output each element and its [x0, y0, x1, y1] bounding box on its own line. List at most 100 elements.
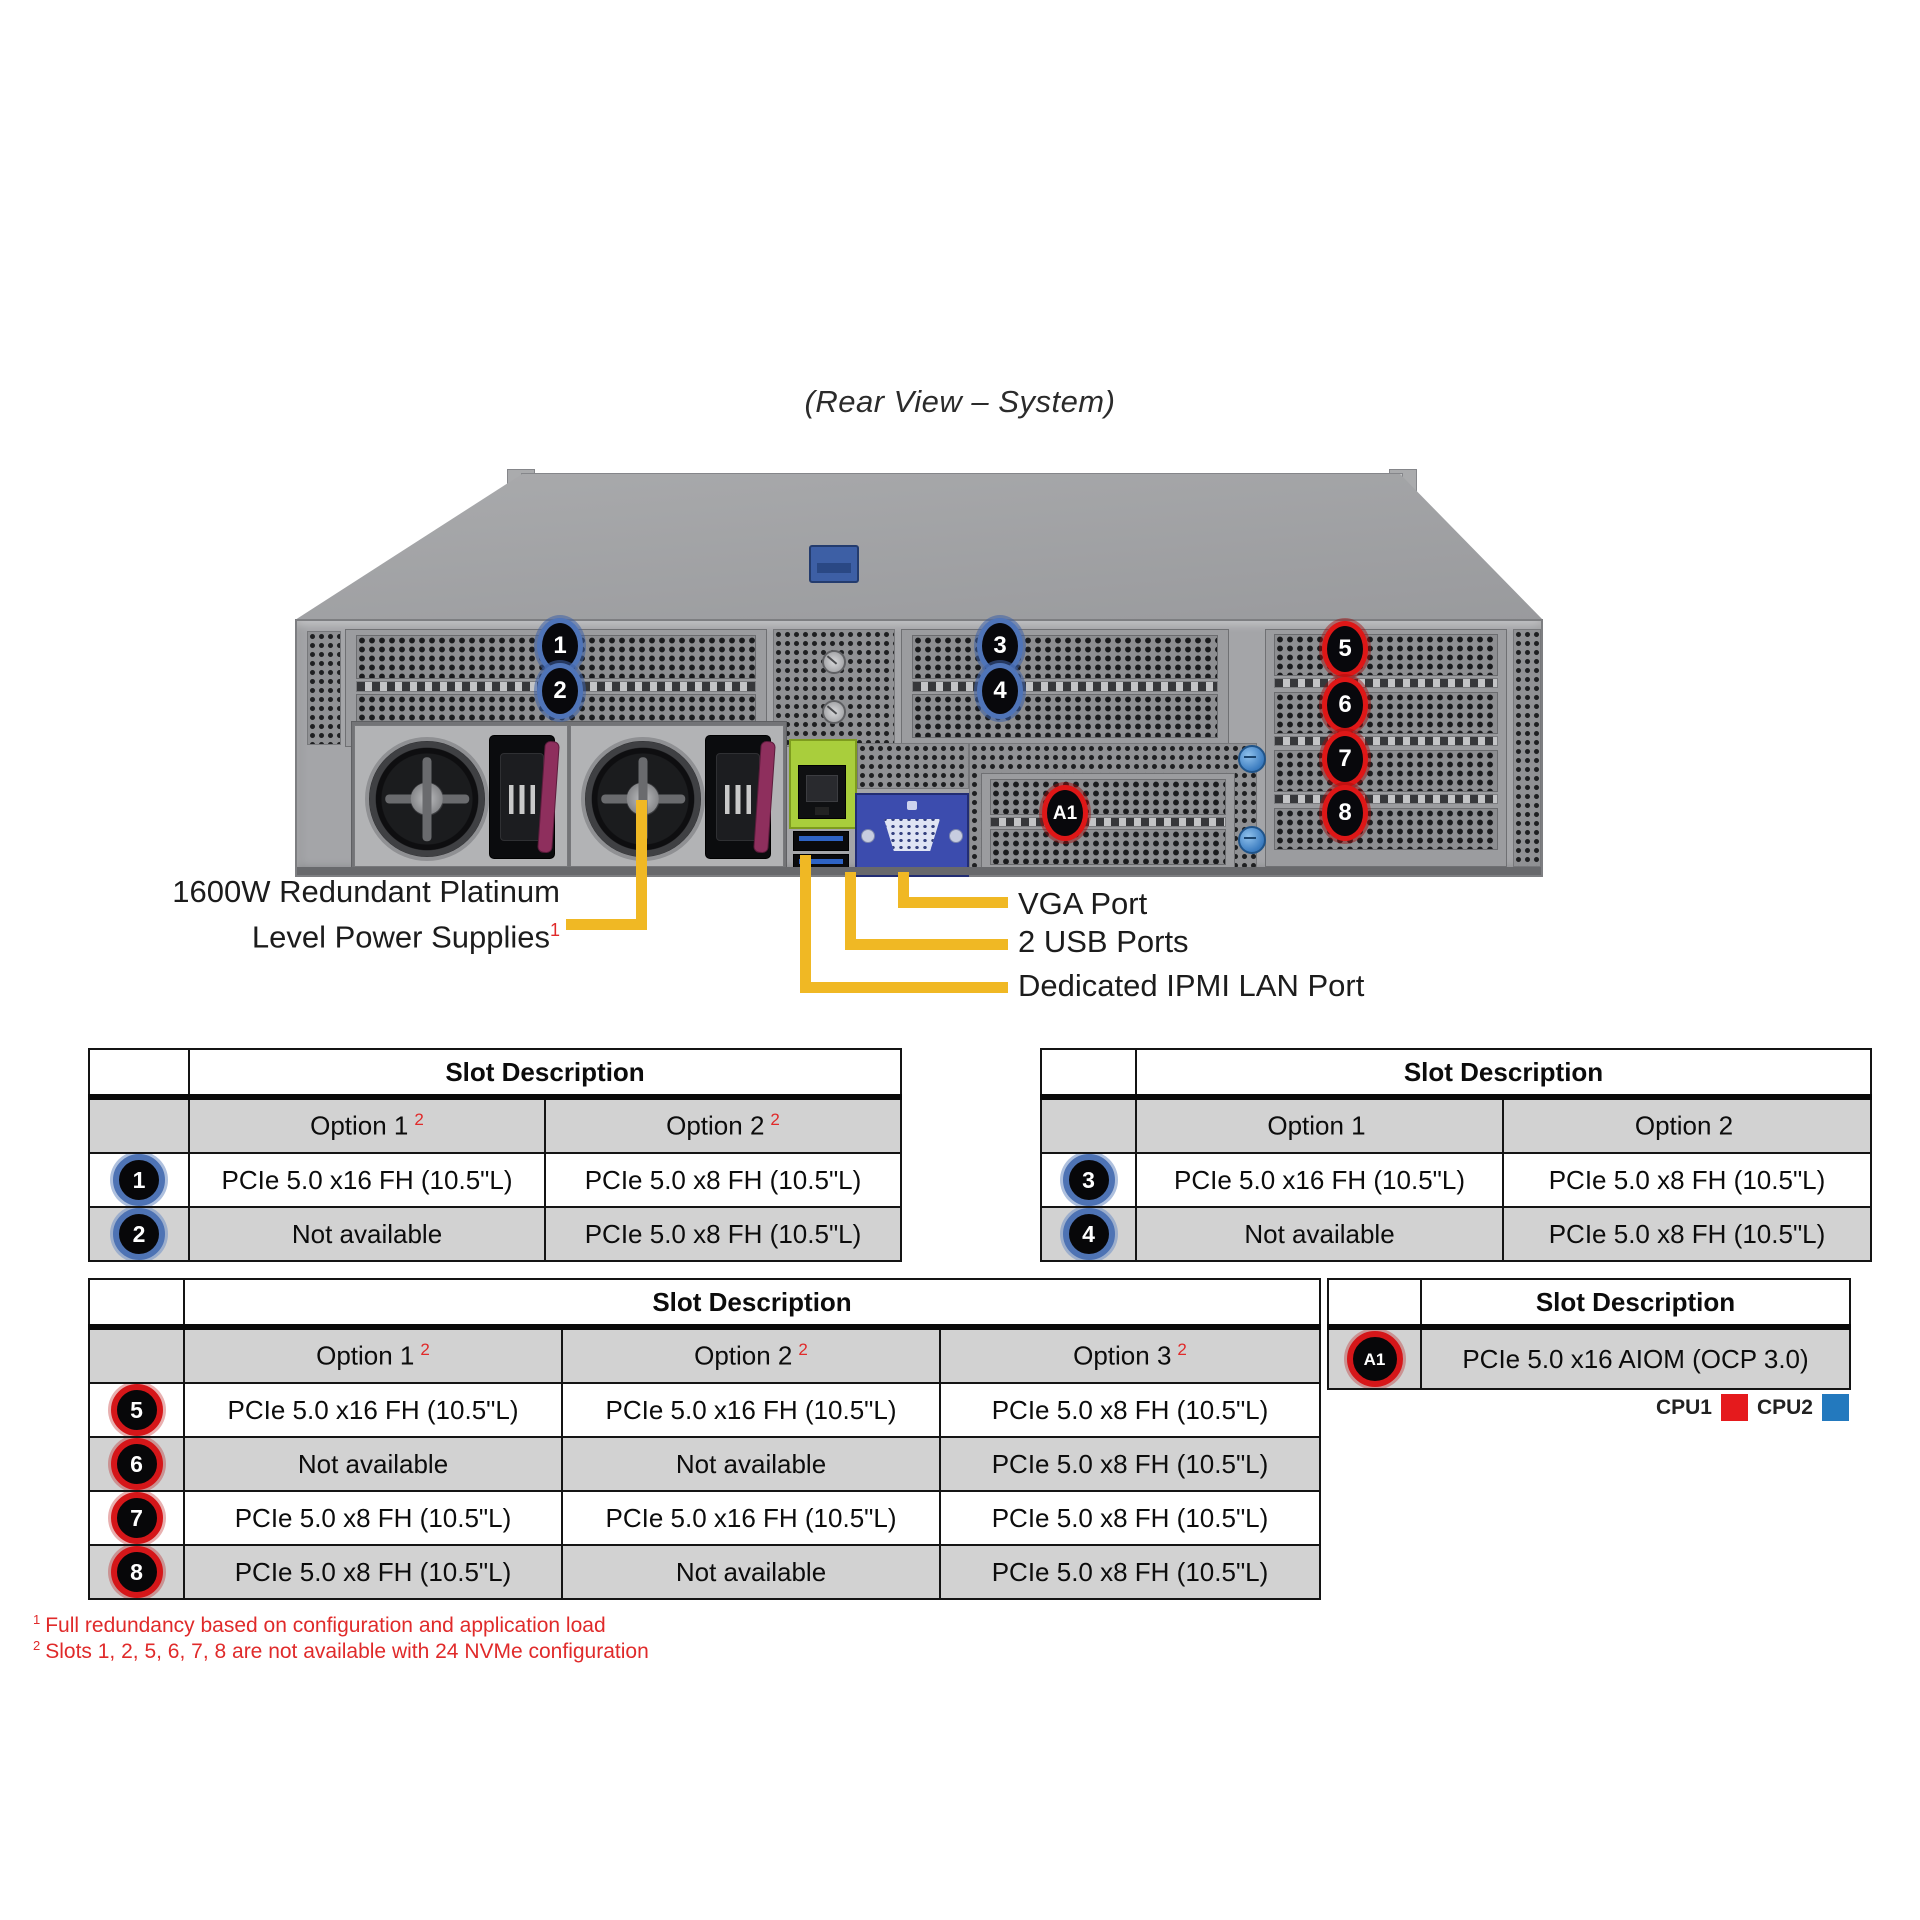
table-slot-badge-8: 8: [110, 1547, 163, 1597]
aiom-cover-1: [990, 779, 1226, 815]
callout-line-psu-horizontal: [566, 919, 647, 930]
slot-cover-3: [912, 635, 1218, 679]
footnote-1-ref: 1: [33, 1612, 41, 1627]
slot-cell: PCIe 5.0 x8 FH (10.5"L): [543, 1152, 903, 1208]
vga-callout-label: VGA Port: [1018, 886, 1148, 921]
option-label: Option 2: [666, 1110, 765, 1141]
callout-line-usb-vertical: [845, 872, 856, 950]
option-label: Option 2: [694, 1340, 793, 1371]
empty-badge-cell: [1040, 1096, 1137, 1154]
slot-badge-cell: 4: [1040, 1206, 1137, 1262]
slot-cell: PCIe 5.0 x16 AIOM (OCP 3.0): [1420, 1326, 1851, 1390]
option-label: Option 1: [1267, 1110, 1366, 1141]
empty-corner-cell: [1040, 1048, 1137, 1100]
chassis-slot-badge-8-label: 8: [1338, 799, 1352, 826]
slot-cell: Not available: [561, 1544, 941, 1600]
table-slot-badge-5: 5: [110, 1385, 163, 1435]
slot-cell: PCIe 5.0 x8 FH (10.5"L): [1501, 1152, 1873, 1208]
chassis-slot-badge-5: 5: [1322, 621, 1368, 677]
slot-badge-cell: A1: [1327, 1326, 1422, 1390]
slot-cell: PCIe 5.0 x8 FH (10.5"L): [183, 1544, 563, 1600]
power-supply-1: [354, 725, 568, 867]
vga-port: [855, 793, 969, 877]
cpu2-label: CPU2: [1756, 1395, 1813, 1419]
table3-header: Slot Description: [182, 1278, 1322, 1330]
psu-callout-label: 1600W Redundant Platinum Level Power Sup…: [130, 872, 560, 956]
psu1-fan: [365, 737, 489, 861]
table4-header: Slot Description: [1420, 1278, 1851, 1330]
aiom-bracket: [990, 817, 1226, 827]
slot-badge-cell: 3: [1040, 1152, 1137, 1208]
cpu2-color-swatch: [1822, 1394, 1849, 1421]
option-label: Option 1: [310, 1110, 409, 1141]
slot-cell: PCIe 5.0 x8 FH (10.5"L): [938, 1490, 1322, 1546]
badge-label: 6: [130, 1450, 143, 1477]
slot-cell: PCIe 5.0 x8 FH (10.5"L): [938, 1382, 1322, 1438]
badge-label: 4: [1082, 1220, 1095, 1247]
slot-badge-cell: 8: [88, 1544, 185, 1600]
slot-bracket-5-6: [1274, 678, 1498, 688]
slot-badge-cell: 1: [88, 1152, 190, 1208]
callout-line-ipmi-horizontal: [800, 982, 1008, 993]
usb-callout-label: 2 USB Ports: [1018, 924, 1189, 959]
slot-bracket-6-7: [1274, 736, 1498, 746]
empty-badge-cell: [88, 1096, 190, 1154]
slot-badge-cell: 5: [88, 1382, 185, 1438]
option-label: Option 2: [1634, 1110, 1734, 1141]
table-slot-badge-4: 4: [1062, 1209, 1115, 1259]
footnote-2: 2 Slots 1, 2, 5, 6, 7, 8 are not availabl…: [33, 1638, 649, 1664]
slot-badge-cell: 2: [88, 1206, 190, 1262]
chassis-slot-badge-5-label: 5: [1338, 635, 1352, 662]
badge-label: 7: [130, 1504, 143, 1531]
vent-strip-right: [1513, 629, 1541, 867]
slot-cell: PCIe 5.0 x8 FH (10.5"L): [543, 1206, 903, 1262]
slot-cell: PCIe 5.0 x8 FH (10.5"L): [938, 1436, 1322, 1492]
chassis-slot-badge-3-label: 3: [993, 632, 1007, 659]
footnote-2-text: Slots 1, 2, 5, 6, 7, 8 are not available…: [45, 1640, 649, 1663]
power-supply-2: [570, 725, 784, 867]
empty-badge-cell: [88, 1326, 185, 1384]
chassis-slot-badge-7: 7: [1322, 731, 1368, 787]
option-footnote-ref: 2: [798, 1340, 808, 1360]
callout-line-ipmi-vertical: [800, 855, 811, 993]
slot-cell: Not available: [183, 1436, 563, 1492]
slot-cell: PCIe 5.0 x16 FH (10.5"L): [1135, 1152, 1504, 1208]
badge-label: A1: [1363, 1349, 1386, 1369]
table-slot-badge-1: 1: [113, 1155, 165, 1205]
page-title: (Rear View – System): [804, 384, 1116, 419]
thumbscrew-bottom: [1238, 826, 1266, 854]
slot-bracket-3-4: [912, 681, 1218, 692]
slot-badge-cell: 7: [88, 1490, 185, 1546]
table-slot-badge-a1: A1: [1346, 1331, 1403, 1387]
table-slot-badge-7: 7: [110, 1493, 163, 1543]
table2-option1-header: Option 1: [1135, 1096, 1504, 1154]
vga-connector: [884, 819, 940, 851]
empty-corner-cell: [88, 1278, 185, 1330]
footnote-2-ref: 2: [33, 1638, 41, 1653]
slot-cell: PCIe 5.0 x16 FH (10.5"L): [188, 1152, 546, 1208]
option-footnote-ref: 2: [414, 1110, 424, 1130]
slot-cell: Not available: [188, 1206, 546, 1262]
slot-cell: PCIe 5.0 x16 FH (10.5"L): [561, 1382, 941, 1438]
chassis-bottom-edge: [297, 867, 1541, 875]
vent-block-small: [857, 743, 969, 789]
cpu1-label: CPU1: [1655, 1395, 1712, 1419]
slot-cell: Not available: [1135, 1206, 1504, 1262]
chassis-screw: [822, 650, 846, 674]
cpu1-color-swatch: [1720, 1394, 1748, 1421]
badge-label: 5: [130, 1396, 143, 1423]
vga-marking: [907, 801, 917, 810]
chassis-slot-badge-4: 4: [977, 663, 1023, 719]
slot-cell: Not available: [561, 1436, 941, 1492]
table-slot-badge-3: 3: [1062, 1155, 1115, 1205]
chassis-slot-badge-a1-label: A1: [1052, 802, 1078, 824]
chassis-slot-badge-1-label: 1: [553, 632, 567, 659]
option-footnote-ref: 2: [770, 1110, 780, 1130]
